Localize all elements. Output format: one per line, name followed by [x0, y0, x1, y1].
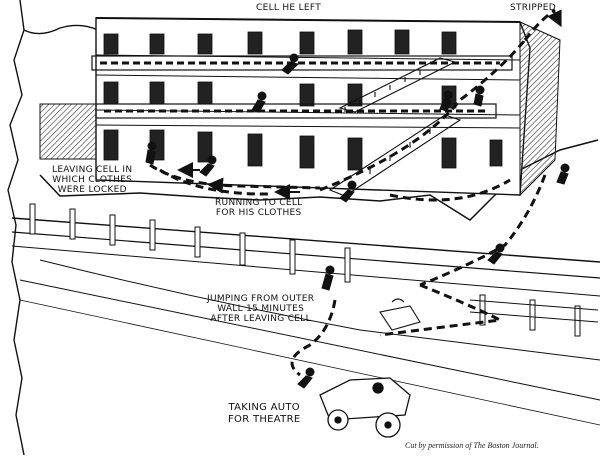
label-running-to-cell: RUNNING TO CELL FOR HIS CLOTHES [215, 198, 303, 218]
route-arrows [177, 9, 562, 200]
label-stripped: STRIPPED [510, 3, 556, 13]
automobile [319, 377, 411, 438]
label-taking-auto: TAKING AUTO FOR THEATRE [228, 402, 301, 425]
cart [379, 298, 421, 331]
torn-paper-edge [7, 0, 99, 456]
prison-building [95, 17, 561, 197]
label-cell-he-left: CELL HE LEFT [256, 3, 321, 13]
cell-windows [103, 29, 503, 171]
image-credit: Cut by permission of The Boston Journal. [405, 441, 539, 450]
label-leaving-cell: LEAVING CELL IN WHICH CLOTHES WERE LOCKE… [52, 165, 133, 195]
gallery-railings [39, 55, 513, 160]
escaping-figures [145, 53, 570, 389]
label-jumping-from-wall: JUMPING FROM OUTER WALL 15 MINUTES AFTER… [207, 294, 315, 324]
